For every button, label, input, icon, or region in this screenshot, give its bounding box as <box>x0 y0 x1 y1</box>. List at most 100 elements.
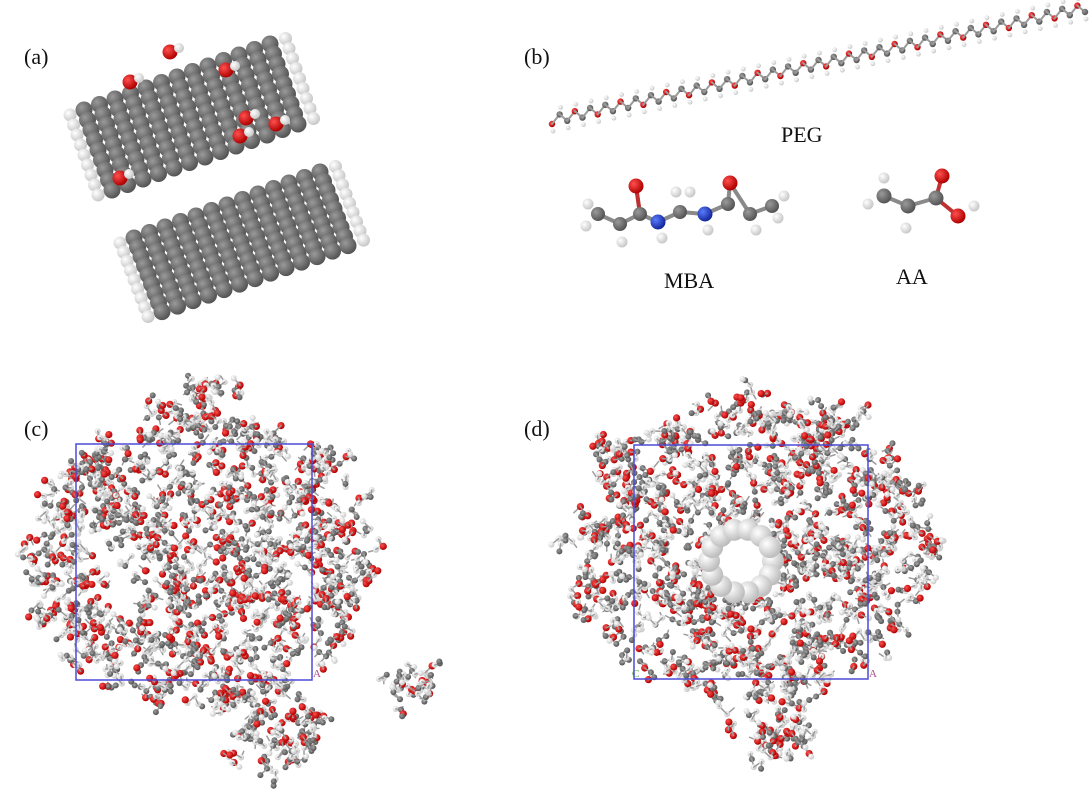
panel-a-label: (a) <box>24 44 49 69</box>
peg-hydrogen <box>1068 19 1074 25</box>
panel-c-atom <box>284 453 291 460</box>
panel-c-atom <box>325 499 333 507</box>
panel-c-atom <box>274 492 281 499</box>
panel-c-atom <box>116 635 125 644</box>
mba-hydrogen <box>616 236 628 248</box>
peg-hydrogen <box>984 15 990 21</box>
panel-c-atom <box>262 534 269 541</box>
carbon-atom <box>277 259 295 277</box>
mba-hydrogen <box>670 186 682 198</box>
panel-c-atom <box>204 494 211 501</box>
panel-c-atom <box>148 521 155 528</box>
panel-c-atom <box>296 529 303 536</box>
carbon-atom <box>246 270 264 288</box>
panel-c-atom <box>340 511 347 518</box>
mba-hydrogen <box>582 198 594 210</box>
panel-c-atom <box>44 561 51 568</box>
aa-atom <box>934 168 950 184</box>
peg-atom <box>1081 8 1089 16</box>
peg-hydrogen <box>1007 32 1013 38</box>
panel-c-atom <box>294 560 301 567</box>
carbon-atom <box>308 248 326 266</box>
panel-c-atom <box>155 398 162 405</box>
panel-c-atom <box>253 437 260 444</box>
panel-c-atom <box>194 505 201 512</box>
panel-c-atom <box>251 592 259 600</box>
carbon-atom <box>165 159 183 177</box>
panel-c-atom <box>133 664 141 672</box>
panel-c-atom <box>295 612 302 619</box>
peg-hydrogen <box>961 42 967 47</box>
panel-c-atom <box>253 514 260 521</box>
panel-c-atom <box>315 616 322 623</box>
panel-c-atom <box>89 650 96 657</box>
hydrogen-atom <box>357 233 370 247</box>
mba-name: MBA <box>664 268 715 293</box>
panel-b-label: (b) <box>524 44 550 69</box>
panel-c-atom <box>168 446 175 453</box>
mba-atom <box>613 217 627 231</box>
panel-c-atom <box>283 660 291 668</box>
peg-hydrogen <box>619 92 624 97</box>
panel-c-atom <box>229 589 237 597</box>
hydrogen-atom <box>88 178 102 192</box>
panel-c-atom <box>66 567 73 574</box>
panel-c-atom <box>305 469 312 476</box>
panel-c-atom <box>225 517 234 526</box>
hydrogen-atom <box>141 310 155 324</box>
panel-c-atom <box>149 468 156 475</box>
panel-c-atom <box>70 585 77 592</box>
panel-c-atom <box>359 569 366 576</box>
panel-c-atom <box>251 448 258 455</box>
peg-hydrogen <box>931 48 937 54</box>
peg-hydrogen <box>756 63 761 69</box>
peg-hydrogen <box>923 28 929 33</box>
peg-hydrogen <box>885 58 891 63</box>
panel-c-atom <box>41 518 48 525</box>
panel-c-atom <box>212 524 219 531</box>
panel-c-atom <box>361 493 368 500</box>
peg-hydrogen <box>839 67 845 73</box>
panel-c-atom <box>39 576 46 583</box>
mba-atom <box>650 214 666 230</box>
peg-hydrogen <box>581 122 586 127</box>
panel-c-atom <box>268 509 275 516</box>
panel-c-atom <box>142 567 150 575</box>
panel-c-atom <box>299 636 306 643</box>
carbon-atom <box>196 148 214 166</box>
panel-c-atom <box>197 686 204 693</box>
panel-c-atom <box>116 626 123 633</box>
panel-c-atom <box>209 710 216 717</box>
hydrogen-atom <box>77 148 91 162</box>
panel-c-atom <box>339 517 346 524</box>
peg-hydrogen <box>1022 29 1028 35</box>
panel-c-atom <box>362 558 369 565</box>
panel-c-atom <box>99 682 107 690</box>
mba-hydrogen <box>656 232 668 244</box>
hydrogen-atom <box>63 108 77 122</box>
panel-c-atom <box>303 537 310 544</box>
carbon-atom <box>293 253 310 271</box>
peg-hydrogen <box>725 69 731 75</box>
panel-c-atom <box>322 475 329 482</box>
panel-c-atom <box>263 470 270 477</box>
panel-c-atom <box>63 514 71 523</box>
mba-hydrogen <box>778 190 790 202</box>
panel-c-atom <box>230 656 237 663</box>
panel-c-atom <box>215 632 223 641</box>
peg-hydrogen <box>908 31 914 37</box>
carbon-atom <box>134 170 152 188</box>
panel-c-atom <box>104 607 111 614</box>
peg-hydrogen <box>626 112 632 118</box>
peg-hydrogen <box>977 39 982 44</box>
panel-c-atom <box>58 580 65 587</box>
aa-atom <box>876 188 892 204</box>
panel-c-atom <box>235 649 242 656</box>
panel-c-atom <box>172 615 179 622</box>
peg-hydrogen <box>855 64 860 70</box>
panel-c-atom <box>166 505 173 512</box>
mba-hydrogen <box>684 186 696 198</box>
panel-c-atom <box>321 604 328 611</box>
panel-c-atom <box>131 486 138 493</box>
